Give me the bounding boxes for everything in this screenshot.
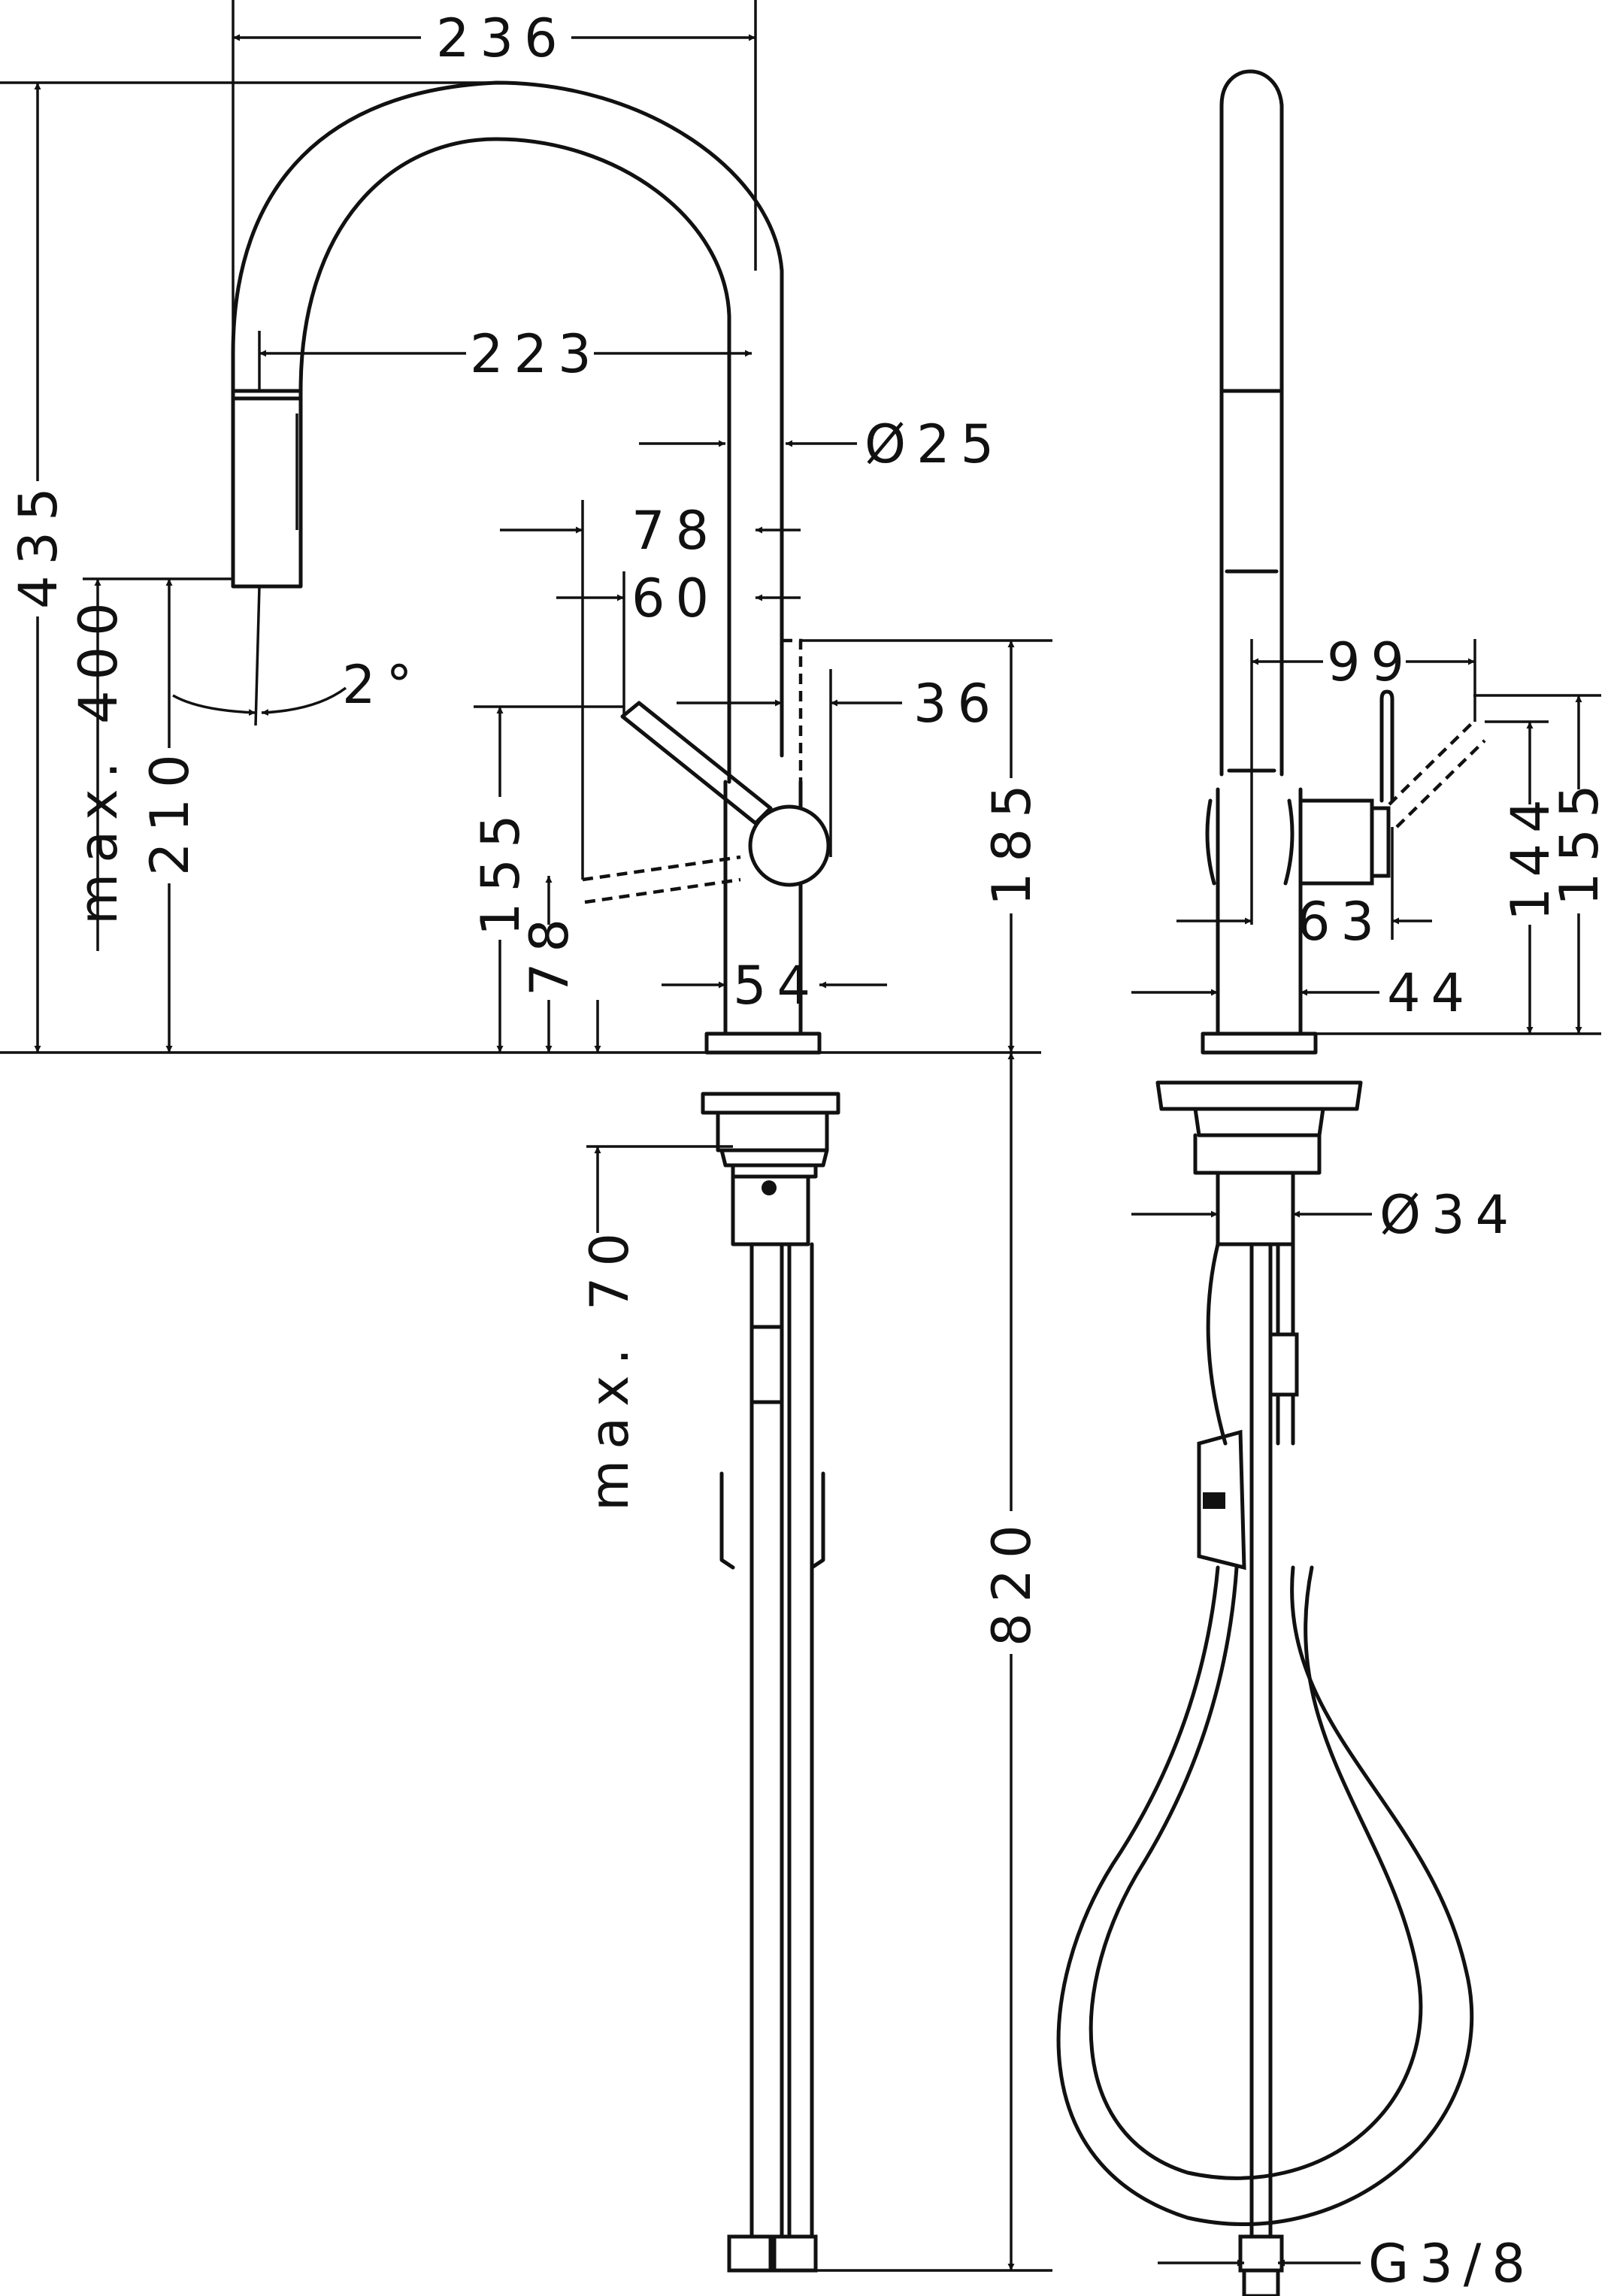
handle-lever (620, 701, 773, 825)
side-hose-loop-inner (1089, 1565, 1423, 2180)
dim-223: 223 (470, 323, 602, 385)
dim-d25: Ø25 (865, 413, 1004, 475)
dim-54: 54 (733, 955, 821, 1016)
spray-head (231, 389, 303, 589)
ext-2deg (254, 586, 261, 726)
dim-line-2deg-a (172, 694, 256, 716)
side-view (1056, 69, 1486, 2296)
front-view (0, 80, 1041, 2273)
body-collar (704, 1031, 822, 1055)
supply-hose-left (749, 1242, 784, 2239)
mount-plate (701, 1092, 840, 1115)
side-handle-block (1298, 798, 1374, 886)
side-mount-body (1193, 1107, 1325, 1137)
dim-d34: Ø34 (1379, 1184, 1519, 1246)
front-dimensions: 236 223 Ø25 435 max. 400 210 2° 78 (0, 0, 1052, 2272)
side-shank (1216, 1171, 1295, 1246)
side-dimensions: 99 63 44 144 155 Ø34 G3/8 (1131, 632, 1610, 2294)
dim-155: 155 (470, 804, 531, 936)
side-collar (1201, 1031, 1318, 1055)
dim-236: 236 (436, 8, 568, 69)
mount-washer (719, 1148, 829, 1168)
side-hose-clip (1268, 1332, 1299, 1397)
hose-sleeve (719, 1471, 825, 1570)
side-handle-cap (1370, 806, 1391, 878)
mount-body (716, 1110, 829, 1153)
dim-63: 63 (1297, 891, 1385, 953)
dim-2deg: 2° (342, 654, 423, 716)
dim-185: 185 (981, 774, 1043, 906)
hose-nut-left (727, 2234, 773, 2273)
hose-nut-right (772, 2234, 818, 2273)
dim-155-side: 155 (1549, 774, 1610, 906)
spout-inner (298, 137, 731, 784)
dim-820: 820 (981, 1514, 1043, 1646)
side-mount-nut (1193, 1133, 1322, 1175)
dim-78-top: 78 (631, 500, 719, 562)
side-spout (1219, 69, 1284, 777)
dim-144: 144 (1500, 789, 1561, 921)
side-hose-loop-outer (1056, 1242, 1474, 2226)
dim-78-low: 78 (519, 908, 580, 996)
dim-line-2deg-b (261, 686, 347, 716)
dim-max400: max. 400 (68, 592, 129, 925)
mount-nut (731, 1163, 818, 1179)
spout-insert-dashed (782, 638, 803, 797)
hose-clip (749, 1325, 784, 1404)
side-connector (1238, 2234, 1284, 2273)
side-body-curve (1205, 798, 1295, 886)
side-mount-plate (1155, 1080, 1363, 1111)
handle-lever-dashed (582, 855, 741, 904)
spout-outer (231, 80, 784, 758)
dim-99: 99 (1327, 632, 1415, 693)
shank-screw (762, 1180, 777, 1195)
side-connector-pipe (1242, 2268, 1280, 2296)
supply-hose-right (787, 1242, 814, 2239)
side-handle-lever (1379, 689, 1394, 803)
dim-60: 60 (631, 568, 719, 629)
dim-210: 210 (139, 744, 201, 876)
dim-max70: max. 70 (579, 1222, 640, 1511)
dim-435: 435 (8, 477, 69, 609)
side-hose-weight-mark (1203, 1492, 1225, 1509)
dim-36: 36 (913, 673, 1001, 735)
handle-knob (748, 804, 831, 887)
side-hose-1 (1249, 1242, 1273, 2239)
side-handle-lever-dashed (1388, 720, 1486, 828)
dim-g38: G3/8 (1368, 2233, 1536, 2294)
side-body (1216, 787, 1303, 1036)
threaded-shank (731, 1174, 810, 1246)
dim-44: 44 (1387, 962, 1475, 1024)
